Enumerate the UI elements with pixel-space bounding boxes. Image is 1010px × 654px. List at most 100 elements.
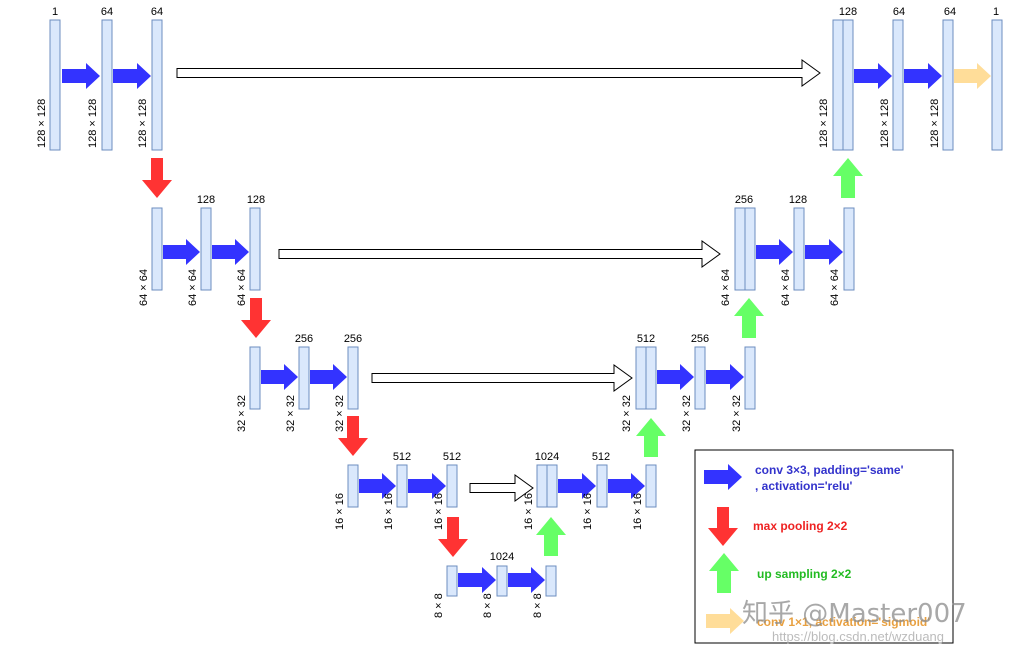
channel-label-enc3-conv2: 256 bbox=[344, 333, 362, 345]
size-label-enc2-conv2: 64 × 64 bbox=[236, 269, 248, 306]
channel-label-dec1-conv1: 64 bbox=[893, 6, 905, 18]
watermark-url: https://blog.csdn.net/wzduang bbox=[772, 629, 944, 644]
size-label-dec1-concat: 128 × 128 bbox=[818, 99, 830, 148]
watermark-main: 知乎 @Master007 bbox=[742, 599, 967, 629]
size-label-enc3-pool: 32 × 32 bbox=[236, 395, 248, 432]
up-arrow-4 bbox=[833, 158, 863, 198]
size-label-dec4-conv2: 16 × 16 bbox=[632, 493, 644, 530]
fmap-enc4-conv1 bbox=[396, 464, 408, 508]
conv-arrow-dec1-a bbox=[854, 63, 892, 89]
size-label-dec4-concat: 16 × 16 bbox=[523, 493, 535, 530]
fmap-dec1-conv1 bbox=[892, 19, 904, 151]
up-arrow-2 bbox=[636, 418, 666, 457]
fmap-enc1-input bbox=[49, 19, 61, 151]
fmap-dec1-conv2 bbox=[942, 19, 954, 151]
skip-connection-2 bbox=[278, 240, 721, 268]
conv-arrow-dec2-b bbox=[805, 239, 843, 265]
fmap-dec2-conv2 bbox=[843, 207, 855, 291]
legend-pool-arrow bbox=[708, 507, 738, 546]
fmap-dec4-conv2 bbox=[645, 464, 657, 508]
legend-final-label: conv 1×1, activation='sigmoid' bbox=[757, 615, 930, 629]
channel-label-enc4-conv1: 512 bbox=[393, 451, 411, 463]
pool-arrow-1 bbox=[142, 158, 172, 198]
conv-arrow-enc3-a bbox=[261, 364, 298, 390]
size-label-enc2-conv1: 64 × 64 bbox=[187, 269, 199, 306]
labels: 1 64 64 128 × 128 128 × 128 128 × 128 128 128 64… bbox=[36, 6, 999, 618]
conv-arrow-enc4-b bbox=[408, 473, 446, 499]
fmap-dec1-up bbox=[842, 19, 854, 151]
fmap-dec1-skip bbox=[832, 19, 844, 151]
channel-label-dec3-concat: 512 bbox=[637, 333, 655, 345]
size-label-enc3-conv1: 32 × 32 bbox=[285, 395, 297, 432]
fmap-enc2-conv1 bbox=[200, 207, 212, 291]
channel-label-enc2-conv2: 128 bbox=[247, 194, 265, 206]
final-conv-arrow bbox=[954, 63, 991, 89]
fmap-dec2-up bbox=[744, 207, 756, 291]
channel-label-bott: 1024 bbox=[490, 551, 514, 563]
size-label-bott-conv2: 8 × 8 bbox=[532, 593, 544, 618]
fmap-bott-pool bbox=[446, 565, 458, 597]
conv-arrow-enc3-b bbox=[310, 364, 347, 390]
fmap-dec4-conv1 bbox=[596, 464, 608, 508]
channel-label-enc4-conv2: 512 bbox=[443, 451, 461, 463]
size-label-dec4-conv1: 16 × 16 bbox=[582, 493, 594, 530]
channel-label-enc2-conv1: 128 bbox=[197, 194, 215, 206]
conv-arrow-enc2-b bbox=[212, 239, 249, 265]
channel-label-dec1-conv2: 64 bbox=[944, 6, 956, 18]
channel-label-enc1-input: 1 bbox=[52, 6, 58, 18]
size-label-enc4-pool: 16 × 16 bbox=[334, 493, 346, 530]
fmap-enc2-pool bbox=[151, 207, 163, 291]
conv-arrow-enc1-a bbox=[62, 63, 100, 89]
fmap-bott-conv1 bbox=[496, 565, 508, 597]
fmap-dec3-skip bbox=[635, 346, 647, 410]
legend-box bbox=[694, 449, 954, 644]
channel-label-dec2-conv1: 128 bbox=[789, 194, 807, 206]
channel-label-dec1-output: 1 bbox=[993, 6, 999, 18]
size-label-dec1-conv2: 128 × 128 bbox=[929, 99, 941, 148]
legend-arrows bbox=[704, 464, 744, 634]
size-label-dec3-conv2: 32 × 32 bbox=[731, 395, 743, 432]
conv-arrow-dec1-b bbox=[904, 63, 942, 89]
feature-maps bbox=[49, 19, 1003, 597]
operation-arrows bbox=[62, 59, 991, 593]
size-label-dec1-conv1: 128 × 128 bbox=[879, 99, 891, 148]
legend-up-label: up sampling 2×2 bbox=[757, 567, 852, 581]
size-label-enc3-conv2: 32 × 32 bbox=[334, 395, 346, 432]
size-label-dec2-conv2: 64 × 64 bbox=[829, 269, 841, 306]
conv-arrow-enc4-a bbox=[359, 473, 396, 499]
conv-arrow-dec3-b bbox=[706, 364, 744, 390]
size-label-dec3-concat: 32 × 32 bbox=[621, 395, 633, 432]
size-label-enc4-conv1: 16 × 16 bbox=[383, 493, 395, 530]
up-arrow-1 bbox=[536, 517, 566, 556]
fmap-enc2-conv2 bbox=[249, 207, 261, 291]
fmap-dec2-skip bbox=[734, 207, 746, 291]
channel-label-dec3-conv1: 256 bbox=[691, 333, 709, 345]
channel-label-enc1-conv1: 64 bbox=[101, 6, 113, 18]
size-label-bott-conv1: 8 × 8 bbox=[482, 593, 494, 618]
conv-arrow-bott-a bbox=[458, 567, 496, 593]
legend-conv-line1: conv 3×3, padding='same' bbox=[755, 463, 904, 477]
size-label-bott-pool: 8 × 8 bbox=[433, 593, 445, 618]
size-label-enc4-conv2: 16 × 16 bbox=[433, 493, 445, 530]
size-label-dec2-conv1: 64 × 64 bbox=[780, 269, 792, 306]
size-label-dec2-concat: 64 × 64 bbox=[720, 269, 732, 306]
fmap-enc3-conv2 bbox=[347, 346, 359, 410]
fmap-dec1-output bbox=[991, 19, 1003, 151]
skip-connection-1 bbox=[176, 59, 821, 87]
conv-arrow-enc2-a bbox=[163, 239, 200, 265]
fmap-dec3-conv2 bbox=[744, 346, 756, 410]
fmap-enc4-pool bbox=[347, 464, 359, 508]
fmap-dec4-up bbox=[546, 464, 558, 508]
channel-label-dec4-conv1: 512 bbox=[592, 451, 610, 463]
pool-arrow-2 bbox=[241, 298, 271, 338]
legend-conv-line2: , activation='relu' bbox=[755, 479, 853, 493]
fmap-dec4-skip bbox=[536, 464, 548, 508]
fmap-enc1-conv1 bbox=[101, 19, 113, 151]
fmap-enc3-pool bbox=[249, 346, 261, 410]
channel-label-enc1-conv2: 64 bbox=[151, 6, 163, 18]
skip-connection-3 bbox=[371, 364, 633, 392]
conv-arrow-dec4-a bbox=[558, 473, 596, 499]
fmap-dec3-conv1 bbox=[694, 346, 706, 410]
legend-final-arrow bbox=[706, 608, 744, 634]
